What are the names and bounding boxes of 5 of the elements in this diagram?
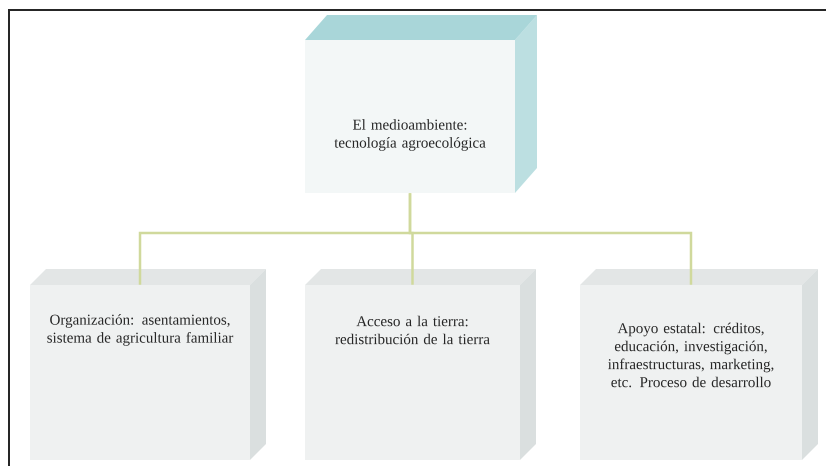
box: El medioambiente: tecnología agroecológica [305,15,537,193]
box: Apoyo estatal: créditos, educación, investigación, infraestructuras, marketing, etc. Proceso de desarrollo [580,269,818,460]
box: Acceso a la tierra: redistribución de la tierra [305,269,536,460]
connector [408,193,692,285]
box: Organización: asentamientos, sistema de agricultura familiar [30,269,266,460]
